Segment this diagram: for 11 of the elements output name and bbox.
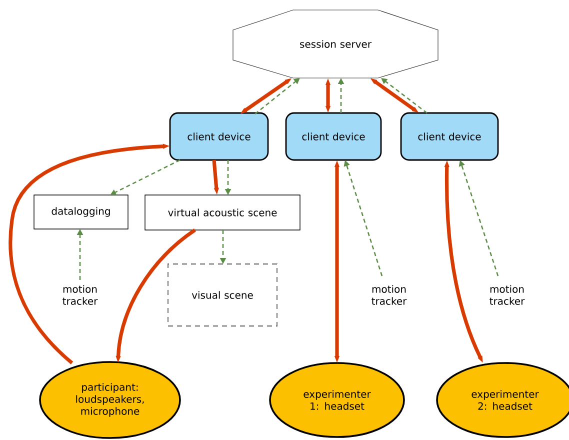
node-label: motion tracker xyxy=(62,285,98,305)
optional-box: visual scene xyxy=(168,264,278,326)
server-octagon: session server xyxy=(232,10,438,78)
node-label: motion tracker xyxy=(490,285,525,305)
device-box: client device xyxy=(285,112,382,161)
process-box: virtual acoustic scene xyxy=(144,194,300,230)
node-label: motion tracker xyxy=(372,285,407,305)
process-box: datalogging xyxy=(34,194,128,230)
device-box: client device xyxy=(169,112,269,161)
device-box: client device xyxy=(400,112,499,161)
connector-arrow xyxy=(254,78,300,115)
